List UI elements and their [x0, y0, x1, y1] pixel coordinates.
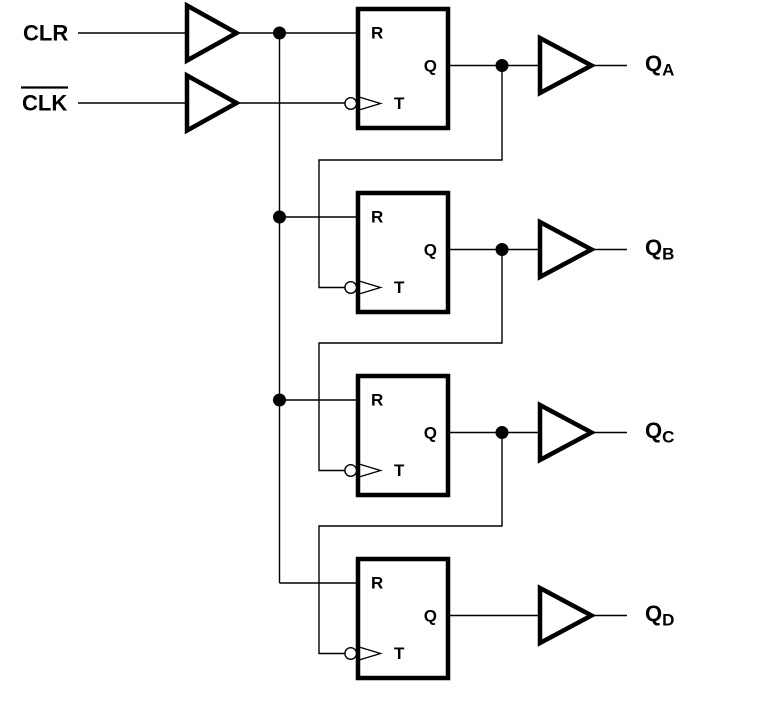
toggle-inputs-group — [344, 96, 383, 661]
qc-output-buffer-icon — [537, 401, 597, 464]
ff3-reset-label: R — [371, 391, 383, 410]
qd-output-buffer-icon — [537, 584, 597, 647]
clr-buffer-icon — [184, 1, 242, 65]
flip-flop-2-box — [355, 190, 451, 315]
qb-output-buffer-icon — [537, 218, 597, 281]
junction-dot-q1 — [495, 59, 509, 72]
ff1-edge-trigger-arrow-icon — [358, 96, 383, 111]
junction-dot-clear-ff1 — [273, 26, 286, 40]
wires-group — [78, 32, 627, 655]
flip-flop-4-box — [355, 556, 451, 681]
qc-output-label: QC — [645, 418, 674, 447]
junction-dot-clear-ff2 — [273, 210, 286, 224]
labels-group: CLR CLK R Q T R Q T R Q T R Q T QA QB QC… — [21, 21, 674, 663]
ff4-edge-trigger-arrow-icon — [358, 646, 383, 661]
ff1-output-label: Q — [424, 57, 437, 76]
qb-output-label: QB — [645, 235, 674, 264]
ff2-edge-trigger-arrow-icon — [358, 280, 383, 295]
junction-dots-group — [273, 26, 509, 439]
ff1-inversion-bubble-icon — [344, 96, 358, 110]
ff3-toggle-label: T — [394, 461, 405, 480]
qa-output-label: QA — [645, 51, 674, 80]
ff2-reset-label: R — [371, 208, 383, 227]
ff2-output-label: Q — [424, 241, 437, 260]
junction-dot-q2 — [495, 243, 509, 256]
ff3-edge-trigger-arrow-icon — [358, 463, 383, 478]
flip-flop-3-box — [355, 373, 451, 498]
ff4-toggle-label: T — [394, 644, 405, 663]
ff2-toggle-label: T — [394, 278, 405, 297]
ff1-reset-label: R — [371, 24, 383, 43]
ff4-inversion-bubble-icon — [344, 647, 358, 661]
wire-cascade-ff1-to-ff2 — [318, 65, 503, 289]
wire-cascade-ff2-to-ff3 — [318, 249, 503, 472]
ff2-inversion-bubble-icon — [344, 281, 358, 295]
ff4-output-label: Q — [424, 607, 437, 626]
clr-label: CLR — [23, 21, 68, 46]
flip-flop-1-box — [355, 6, 451, 131]
ff1-toggle-label: T — [394, 94, 405, 113]
junction-dot-clear-ff3 — [273, 393, 286, 407]
qa-output-buffer-icon — [537, 34, 597, 97]
ff3-output-label: Q — [424, 424, 437, 443]
clk-buffer-icon — [184, 71, 242, 135]
clk-label: CLK — [22, 91, 67, 116]
junction-dot-q3 — [495, 426, 509, 439]
qd-output-label: QD — [645, 601, 674, 630]
shapes-group — [184, 1, 597, 681]
ff3-inversion-bubble-icon — [344, 464, 358, 478]
wire-cascade-ff3-to-ff4 — [318, 432, 503, 655]
ff4-reset-label: R — [371, 574, 383, 593]
